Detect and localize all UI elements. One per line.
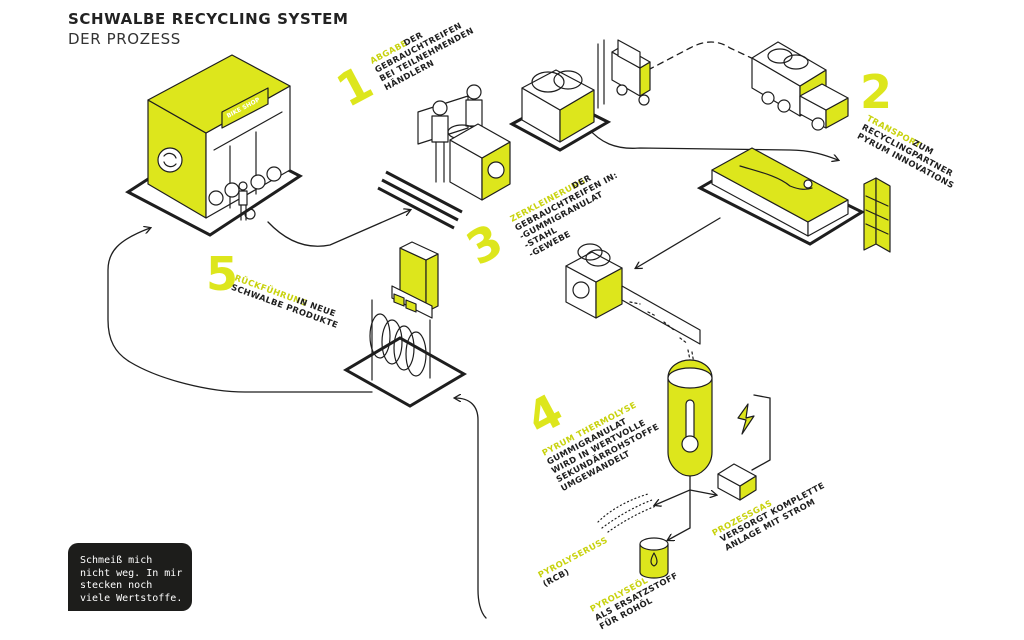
flow-reactor-to-gas — [689, 489, 716, 495]
flow-products-to-shop — [107, 228, 373, 393]
step-3-number: 3 — [458, 213, 512, 276]
shredder-illustration — [565, 243, 701, 365]
reactor-illustration — [667, 359, 755, 477]
flow-reactor-to-soot — [655, 475, 691, 505]
step-5-number: 5 — [206, 247, 238, 301]
pyrolyseoel-label: PYROLYSEÖL ALS ERSATZSTOFF FÜR ROHÖL — [588, 570, 679, 631]
flow-gas-to-power — [751, 394, 771, 471]
step-4-label: 4 PYRUM THERMOLYSE GUMMIGRANULAT WIRD IN… — [518, 383, 661, 493]
note-line-1: Schmeiß mich — [80, 555, 153, 566]
step-5-label: 5 RÜCKFÜHRUNG IN NEUE SCHWALBE PRODUKTE — [206, 247, 340, 330]
flow-plant-to-shredder — [636, 217, 721, 268]
step-3-line-2: GEBRAUCHTREIFEN IN: — [513, 170, 619, 233]
speech-bubble-note: Schmeiß mich nicht weg. In mir stecken n… — [68, 543, 192, 611]
bike-shop-illustration: BIKE SHOP — [125, 54, 303, 237]
step-2-label: 2 TRANSPORT ZUM RECYCLINGPARTNER PYRUM I… — [856, 65, 956, 190]
step-2-line-2: RECYCLINGPARTNER — [860, 122, 955, 179]
collection-box-forklift-illustration — [508, 39, 651, 152]
flow-reactor-to-oil — [668, 489, 691, 540]
pyrolyseruss-label: PYROLYSERUSS (RCB) — [536, 535, 609, 589]
flow-shop-to-dealer — [267, 210, 410, 247]
dealer-counter-illustration — [377, 84, 511, 230]
flow-forklift-to-truck-dashed — [647, 41, 761, 71]
page-subtitle: DER PROZESS — [68, 30, 181, 48]
note-line-3: stecken noch — [80, 580, 153, 591]
truck-illustration — [751, 41, 849, 131]
soot-pile-illustration — [597, 493, 657, 533]
note-line-4: viele Wertstoffe. — [80, 592, 183, 604]
gas-generator-illustration — [717, 463, 757, 501]
pyrolyseruss-highlight: PYROLYSERUSS — [536, 535, 609, 580]
flow-reactor-to-products — [455, 398, 487, 619]
oil-barrel-illustration — [639, 537, 669, 579]
product-display-illustration — [343, 241, 467, 408]
note-line-2: nicht weg. In mir — [80, 567, 183, 579]
page-title: SCHWALBE RECYCLING SYSTEM — [68, 10, 349, 28]
flow-collection-to-plant — [587, 127, 838, 160]
step-2-number: 2 — [860, 65, 892, 119]
recycling-plant-illustration — [696, 147, 891, 253]
